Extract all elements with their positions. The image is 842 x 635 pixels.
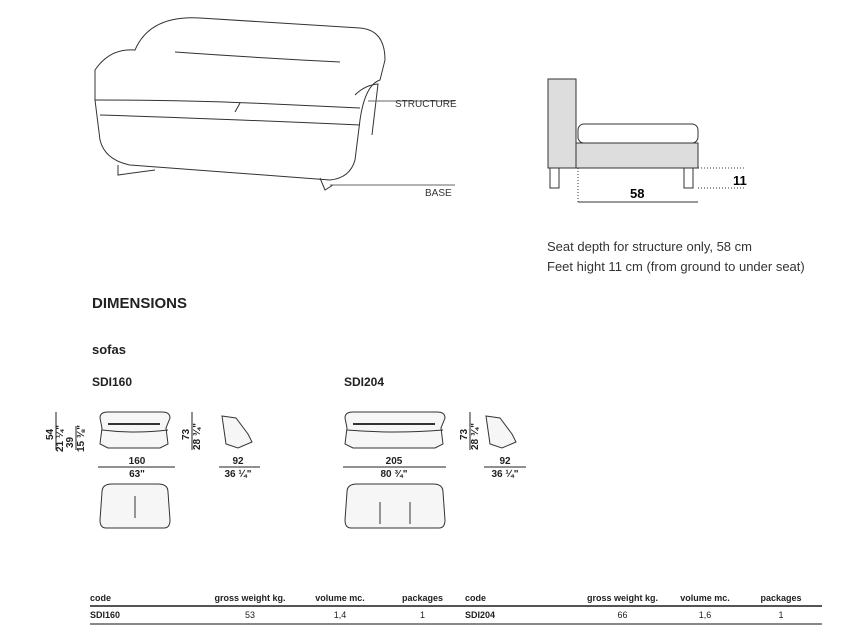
sdi204-depth-cm: 92 <box>499 456 511 467</box>
seat-depth-value: 58 <box>630 186 644 201</box>
packaging-table: code gross weight kg. volume mc. package… <box>90 591 822 625</box>
sdi160-dimension-lines <box>55 412 260 468</box>
sdi160-side-height-in: 28 ¾" <box>192 423 203 450</box>
sdi204-side-height-cm: 73 <box>459 428 470 440</box>
base-label: BASE <box>425 188 452 199</box>
feet-height-value: 11 <box>733 173 747 188</box>
sdi160-width-in: 63" <box>129 469 145 480</box>
col-gross-weight: gross weight kg. <box>200 591 300 607</box>
sdi160-width-cm: 160 <box>129 456 146 467</box>
sdi160-side-height-cm: 73 <box>181 428 192 440</box>
table-header-row: code gross weight kg. volume mc. package… <box>90 591 822 607</box>
cell-code: SDI160 <box>90 606 200 625</box>
sdi160-seat-in: 15 ⅜" <box>76 425 87 452</box>
col-code: code <box>90 591 200 607</box>
col-gross-weight: gross weight kg. <box>575 591 670 607</box>
col-volume: volume mc. <box>300 591 380 607</box>
sdi204-width-in: 80 ¾" <box>381 469 408 480</box>
sdi204-side-height-in: 28 ¾" <box>470 423 481 450</box>
sdi160-drawings <box>99 411 253 529</box>
col-packages: packages <box>740 591 822 607</box>
sdi160-depth-in: 36 ¼" <box>225 469 252 480</box>
sdi160-height-cm: 54 <box>45 428 56 440</box>
model-code-sdi160: SDI160 <box>92 375 133 389</box>
table-row: SDI160 53 1,4 1 SDI204 66 1,6 1 <box>90 606 822 625</box>
sofa-section-drawing <box>547 78 745 203</box>
cell-volume: 1,6 <box>670 606 740 625</box>
model-code-sdi204: SDI204 <box>344 375 385 389</box>
sdi204-dimension-lines <box>343 412 526 468</box>
notes: Seat depth for structure only, 58 cm Fee… <box>547 237 805 277</box>
sdi160-height-in: 21 ¼" <box>55 425 66 452</box>
sdi204-width-cm: 205 <box>386 456 403 467</box>
cell-gross-weight: 53 <box>200 606 300 625</box>
note-seat-depth: Seat depth for structure only, 58 cm <box>547 239 752 254</box>
cell-packages: 1 <box>380 606 465 625</box>
col-packages: packages <box>380 591 465 607</box>
sdi160-seat-cm: 39 <box>65 436 76 448</box>
cell-code: SDI204 <box>465 606 575 625</box>
sdi204-depth-in: 36 ¼" <box>492 469 519 480</box>
cell-gross-weight: 66 <box>575 606 670 625</box>
section-title: DIMENSIONS <box>92 295 188 312</box>
sdi160-depth-cm: 92 <box>232 456 244 467</box>
sdi204-drawings <box>344 411 517 529</box>
structure-label: STRUCTURE <box>395 99 457 110</box>
note-feet-height: Feet hight 11 cm (from ground to under s… <box>547 259 805 274</box>
subsection-title: sofas <box>92 342 126 357</box>
col-volume: volume mc. <box>670 591 740 607</box>
sofa-perspective-drawing <box>94 17 455 191</box>
cell-volume: 1,4 <box>300 606 380 625</box>
cell-packages: 1 <box>740 606 822 625</box>
col-code: code <box>465 591 575 607</box>
